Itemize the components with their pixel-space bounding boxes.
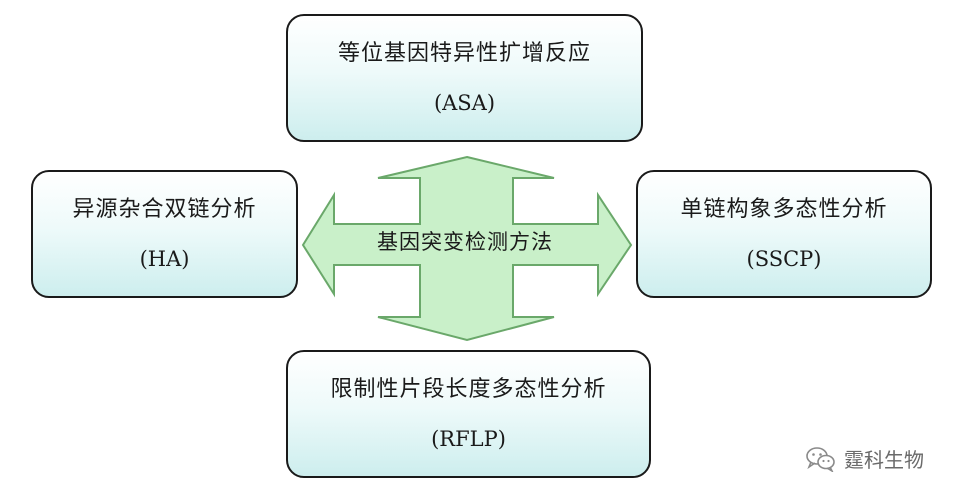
watermark: 霆科生物 — [806, 444, 924, 473]
method-abbr: (ASA) — [433, 90, 496, 115]
four-way-arrow-shape — [301, 155, 633, 342]
method-box-sscp: 单链构象多态性分析 (SSCP) — [636, 170, 932, 298]
method-box-asa: 等位基因特异性扩增反应 (ASA) — [286, 14, 643, 142]
watermark-text: 霆科生物 — [844, 448, 924, 472]
method-title: 单链构象多态性分析 — [680, 196, 888, 222]
method-abbr: (SSCP) — [746, 246, 822, 271]
method-box-ha: 异源杂合双链分析 (HA) — [31, 170, 298, 298]
method-title: 异源杂合双链分析 — [72, 196, 257, 222]
center-label: 基因突变检测方法 — [377, 230, 553, 254]
method-abbr: (HA) — [139, 246, 190, 271]
method-abbr: (RFLP) — [431, 426, 506, 451]
wechat-icon — [806, 446, 836, 472]
method-title: 等位基因特异性扩增反应 — [337, 40, 591, 66]
method-box-rflp: 限制性片段长度多态性分析 (RFLP) — [286, 350, 651, 478]
method-title: 限制性片段长度多态性分析 — [330, 376, 607, 402]
